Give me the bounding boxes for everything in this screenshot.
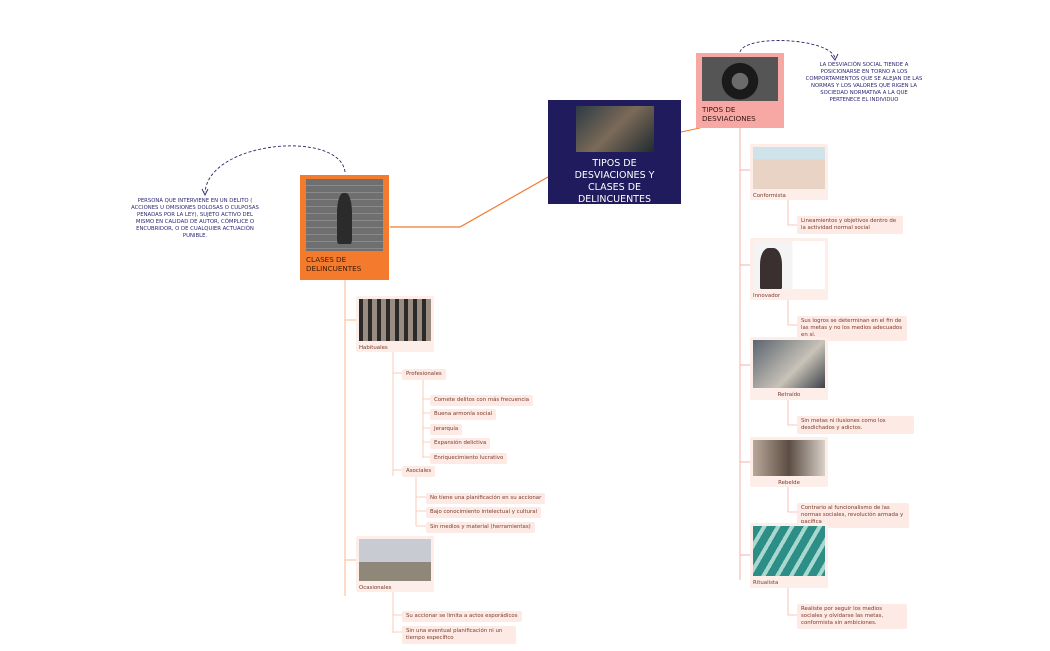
ritualista-desc[interactable]: Realiste por seguir los medios sociales … xyxy=(797,604,907,629)
hooded-figure-image xyxy=(702,57,778,101)
ocasionales-label: Ocasionales xyxy=(359,585,392,591)
retraido-label: Retraído xyxy=(777,392,801,398)
central-image xyxy=(575,106,654,152)
conformista-node[interactable]: Conformista xyxy=(750,144,828,200)
innovador-desc[interactable]: Sus logros se determinan en el fin de la… xyxy=(797,316,907,341)
arguing-people-image xyxy=(753,440,825,476)
asociales-item[interactable]: Sin medios y material (herramientas) xyxy=(426,522,535,533)
asociales-node[interactable]: Asociales xyxy=(402,466,436,477)
habituales-label: Habituales xyxy=(359,345,388,351)
retraido-node[interactable]: Retraído xyxy=(750,337,828,400)
ritualista-node[interactable]: Ritualista xyxy=(750,523,828,588)
ocasionales-item[interactable]: Su accionar se limita a actos esporádico… xyxy=(402,611,522,622)
mugshot-image xyxy=(306,179,383,251)
profesionales-item[interactable]: Comete delitos con más frecuencia xyxy=(430,395,534,406)
asociales-item[interactable]: Bajo conocimiento intelectual y cultural xyxy=(426,507,542,518)
profesionales-node[interactable]: Profesionales xyxy=(402,369,446,380)
right-note: LA DESVIACIÓN SOCIAL TIENDE A POSICIONAR… xyxy=(805,62,923,103)
asociales-item[interactable]: No tiene una planificación en su acciona… xyxy=(426,493,546,504)
rebelde-node[interactable]: Rebelde xyxy=(750,437,828,487)
retraido-desc[interactable]: Sin metas ni ilusiones como los desdicha… xyxy=(797,416,914,434)
profesionales-item[interactable]: Expansión delictiva xyxy=(430,438,491,449)
prison-bars-image xyxy=(359,299,431,341)
profesionales-item[interactable]: Jerarquía xyxy=(430,424,463,435)
rebelde-label: Rebelde xyxy=(778,480,800,486)
ritual-dancers-image xyxy=(753,526,825,576)
left-note: PERSONA QUE INTERVIENE EN UN DELITO ( AC… xyxy=(131,198,259,239)
shrugging-woman-image xyxy=(753,147,825,189)
central-title: TIPOS DE DESVIACIONES Y CLASES DE DELINC… xyxy=(574,158,655,205)
habituales-node[interactable]: Habituales xyxy=(356,296,434,352)
beach-scene-image xyxy=(359,539,431,581)
clases-delincuentes-title: CLASES DE DELINCUENTES xyxy=(306,255,362,273)
conformista-label: Conformista xyxy=(753,193,786,199)
thinking-man-image xyxy=(753,241,825,289)
tipos-desviaciones-title: TIPOS DE DESVIACIONES xyxy=(702,105,756,123)
conformista-desc[interactable]: Lineamientos y objetivos dentro de la ac… xyxy=(797,216,903,234)
central-topic[interactable]: TIPOS DE DESVIACIONES Y CLASES DE DELINC… xyxy=(548,100,681,205)
innovador-node[interactable]: Innovador xyxy=(750,238,828,300)
profesionales-item[interactable]: Buena armonía social xyxy=(430,409,497,420)
ocasionales-item[interactable]: Sin una eventual planificación ni un tie… xyxy=(402,626,516,644)
ocasionales-node[interactable]: Ocasionales xyxy=(356,536,434,592)
profesionales-item[interactable]: Enriquecimiento lucrativo xyxy=(430,453,508,464)
innovador-label: Innovador xyxy=(753,293,781,299)
tired-man-image xyxy=(753,340,825,388)
ritualista-label: Ritualista xyxy=(753,580,779,586)
clases-delincuentes-node[interactable]: CLASES DE DELINCUENTES xyxy=(300,175,389,280)
tipos-desviaciones-node[interactable]: TIPOS DE DESVIACIONES xyxy=(696,53,784,128)
